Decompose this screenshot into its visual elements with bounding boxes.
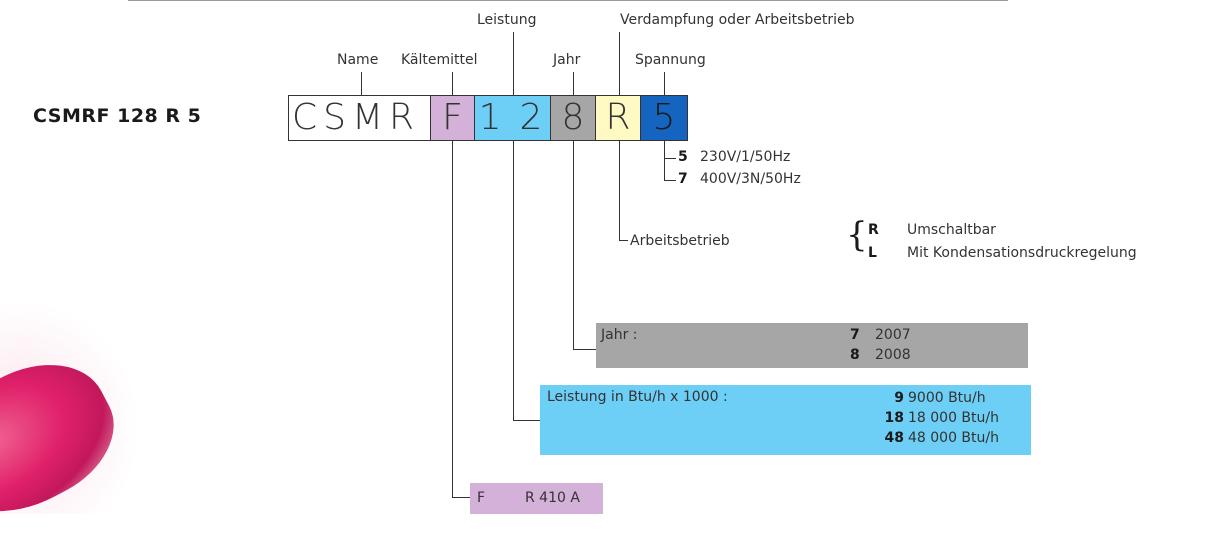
connector-spannung bbox=[664, 72, 665, 95]
kaeltemittel-branch-line bbox=[452, 141, 453, 498]
jahr-box-label: Jahr : bbox=[601, 327, 638, 343]
header-jahr: Jahr bbox=[553, 52, 581, 68]
leistung-code-2: 18 bbox=[884, 410, 904, 426]
kaeltemittel-value: R 410 A bbox=[525, 490, 580, 506]
header-leistung: Leistung bbox=[477, 12, 537, 28]
spannung-branch-line bbox=[664, 141, 665, 181]
leistung-code-3: 48 bbox=[884, 430, 904, 446]
leistung-branch-line bbox=[513, 141, 514, 421]
spannung-value-1: 230V/1/50Hz bbox=[700, 149, 791, 165]
jahr-branch-line bbox=[573, 141, 574, 350]
jahr-value-2: 2008 bbox=[875, 347, 911, 363]
connector-jahr bbox=[573, 72, 574, 95]
header-spannung: Spannung bbox=[635, 52, 706, 68]
leistung-code-1: 9 bbox=[894, 390, 904, 406]
code-cell-name: CSMR bbox=[288, 95, 431, 141]
connector-name bbox=[361, 72, 362, 95]
header-name: Name bbox=[337, 52, 379, 68]
arbeitsbetrieb-label: Arbeitsbetrieb bbox=[630, 233, 730, 249]
connector-verdampfung bbox=[619, 32, 620, 95]
jahr-tick bbox=[573, 349, 596, 350]
spannung-tick-2 bbox=[664, 180, 676, 181]
leistung-box: Leistung in Btu/h x 1000 : 9 9000 Btu/h … bbox=[540, 385, 1031, 455]
arbeitsbetrieb-tick bbox=[619, 240, 628, 241]
jahr-code-2: 8 bbox=[850, 347, 860, 363]
leistung-value-3: 48 000 Btu/h bbox=[908, 430, 999, 446]
arbeitsbetrieb-branch-line bbox=[619, 141, 620, 241]
connector-leistung bbox=[513, 32, 514, 95]
arbeitsbetrieb-brace: { bbox=[846, 215, 868, 255]
leistung-box-label: Leistung in Btu/h x 1000 : bbox=[547, 389, 728, 405]
jahr-value-1: 2007 bbox=[875, 327, 911, 343]
spannung-tick-1 bbox=[664, 158, 676, 159]
spannung-value-2: 400V/3N/50Hz bbox=[700, 171, 801, 187]
arbeitsbetrieb-value-2: Mit Kondensationsdruckregelung bbox=[907, 245, 1137, 261]
header-verdampfung: Verdampfung oder Arbeitsbetrieb bbox=[620, 12, 855, 28]
code-cell-verdampfung: R bbox=[595, 95, 641, 141]
leistung-value-2: 18 000 Btu/h bbox=[908, 410, 999, 426]
code-cell-leistung: 12 bbox=[474, 95, 551, 141]
leistung-tick bbox=[513, 420, 540, 421]
leistung-value-1: 9000 Btu/h bbox=[908, 390, 986, 406]
code-cell-jahr: 8 bbox=[550, 95, 596, 141]
kaeltemittel-code: F bbox=[477, 490, 486, 506]
connector-kaeltemittel bbox=[452, 72, 453, 95]
arbeitsbetrieb-value-1: Umschaltbar bbox=[907, 222, 996, 238]
code-cell-spannung: 5 bbox=[640, 95, 688, 141]
jahr-code-1: 7 bbox=[850, 327, 860, 343]
arbeitsbetrieb-code-2: L bbox=[868, 245, 877, 261]
header-kaeltemittel: Kältemittel bbox=[401, 52, 478, 68]
code-cell-kaeltemittel: F bbox=[430, 95, 475, 141]
jahr-box: Jahr : 7 2007 8 2008 bbox=[596, 323, 1028, 368]
model-code: CSMRF 128 R 5 bbox=[33, 105, 202, 127]
spannung-code-2: 7 bbox=[678, 171, 688, 187]
spannung-code-1: 5 bbox=[678, 149, 688, 165]
top-divider bbox=[128, 0, 1008, 1]
kaeltemittel-tick bbox=[452, 497, 470, 498]
arbeitsbetrieb-code-1: R bbox=[868, 222, 879, 238]
kaeltemittel-box: F R 410 A bbox=[470, 483, 603, 514]
